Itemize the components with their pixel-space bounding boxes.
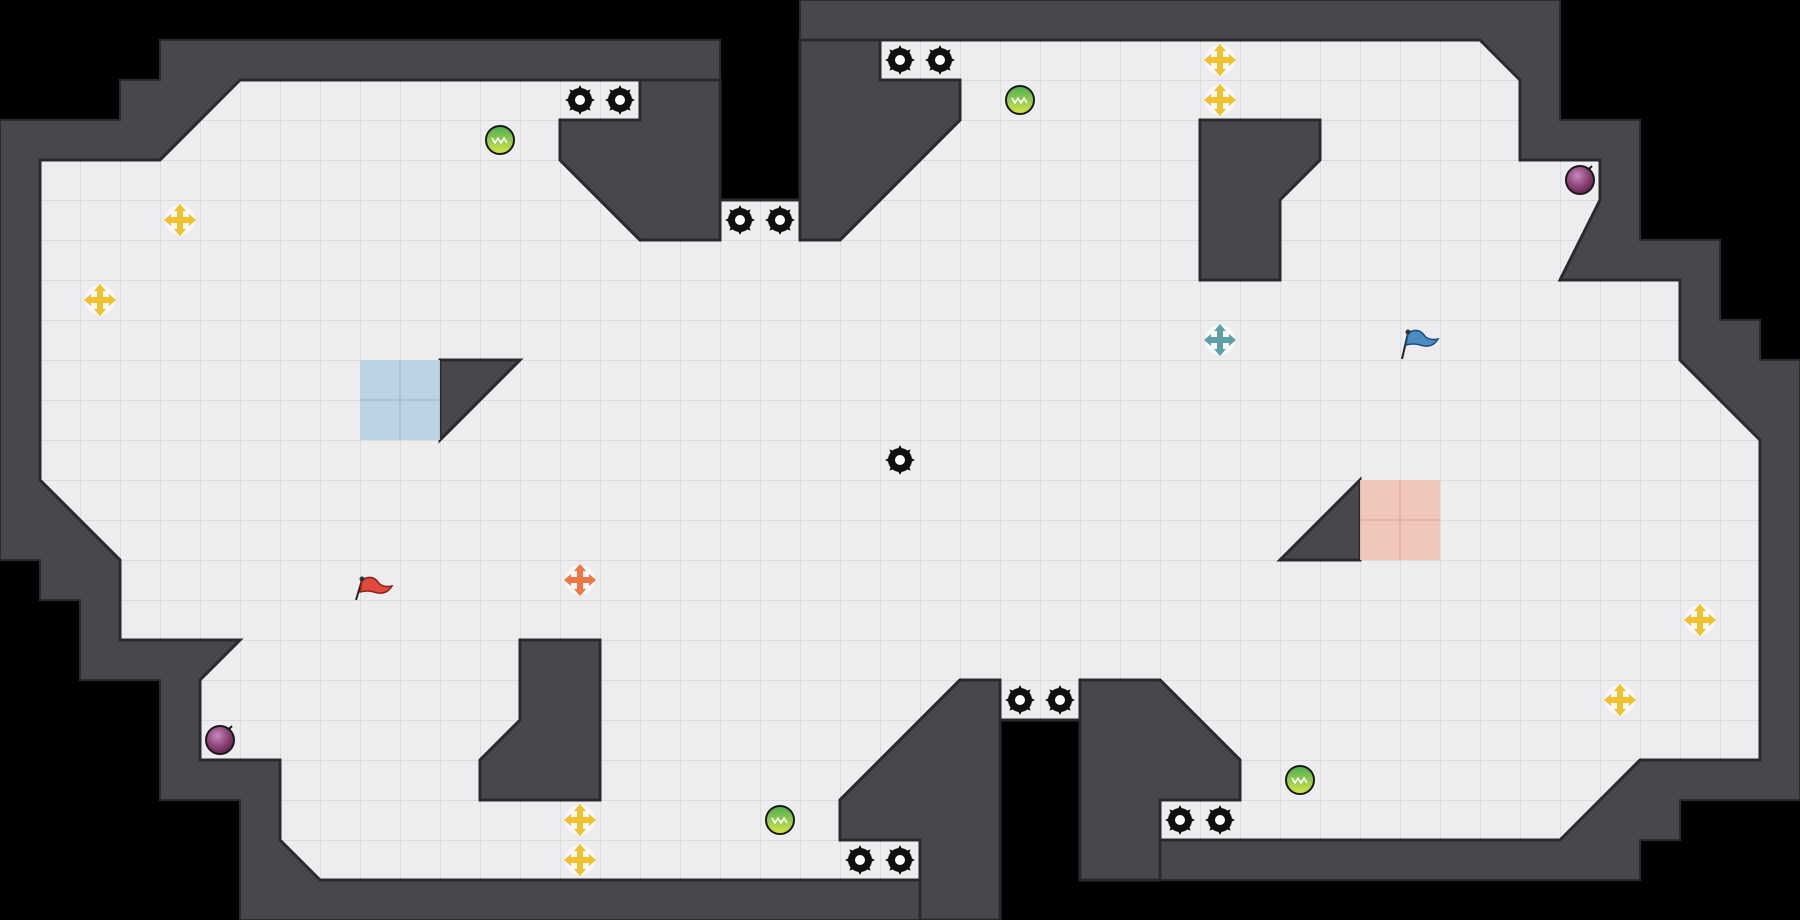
spike-icon [725,205,755,235]
spike-icon [605,85,635,115]
wall-block-se [1078,678,1242,882]
spike-icon [885,45,915,75]
boosts-layer [485,85,1315,835]
spike-icon [885,445,915,475]
boost-pad-icon [765,805,795,835]
spike-icon [765,205,795,235]
blue-flag-icon[interactable] [1401,329,1440,360]
spike-icon [1205,805,1235,835]
wall-block-s [838,678,1002,920]
yellow-powerup-icon [564,844,596,876]
powerups-layer [84,44,1716,876]
boost-pad-icon [1005,85,1035,115]
wall-block-ne [1198,118,1322,282]
spike-icon [1005,685,1035,715]
bombs-layer [205,165,1595,755]
yellow-powerup-icon [1204,84,1236,116]
yellow-powerup-icon [1604,684,1636,716]
wall-block-n [798,38,962,242]
wall-block-sw [478,638,602,802]
spike-icon [845,845,875,875]
interior-walls [438,38,1362,920]
yellow-powerup-icon [164,204,196,236]
boost-pad-icon [1285,765,1315,795]
spike-icon [1165,805,1195,835]
spike-icon [565,85,595,115]
bomb-icon [1565,165,1595,195]
orange-powerup-icon [564,564,596,596]
yellow-powerup-icon [564,804,596,836]
yellow-powerup-icon [1204,44,1236,76]
wall-block-nw [558,78,722,242]
spike-icon [885,845,915,875]
spike-icon [1045,685,1075,715]
teal-powerup-icon [1204,324,1236,356]
spike-icon [925,45,955,75]
boost-pad-icon [485,125,515,155]
red-flag-icon[interactable] [355,576,394,601]
yellow-powerup-icon [84,284,116,316]
yellow-powerup-icon [1684,604,1716,636]
bomb-icon [205,725,235,755]
